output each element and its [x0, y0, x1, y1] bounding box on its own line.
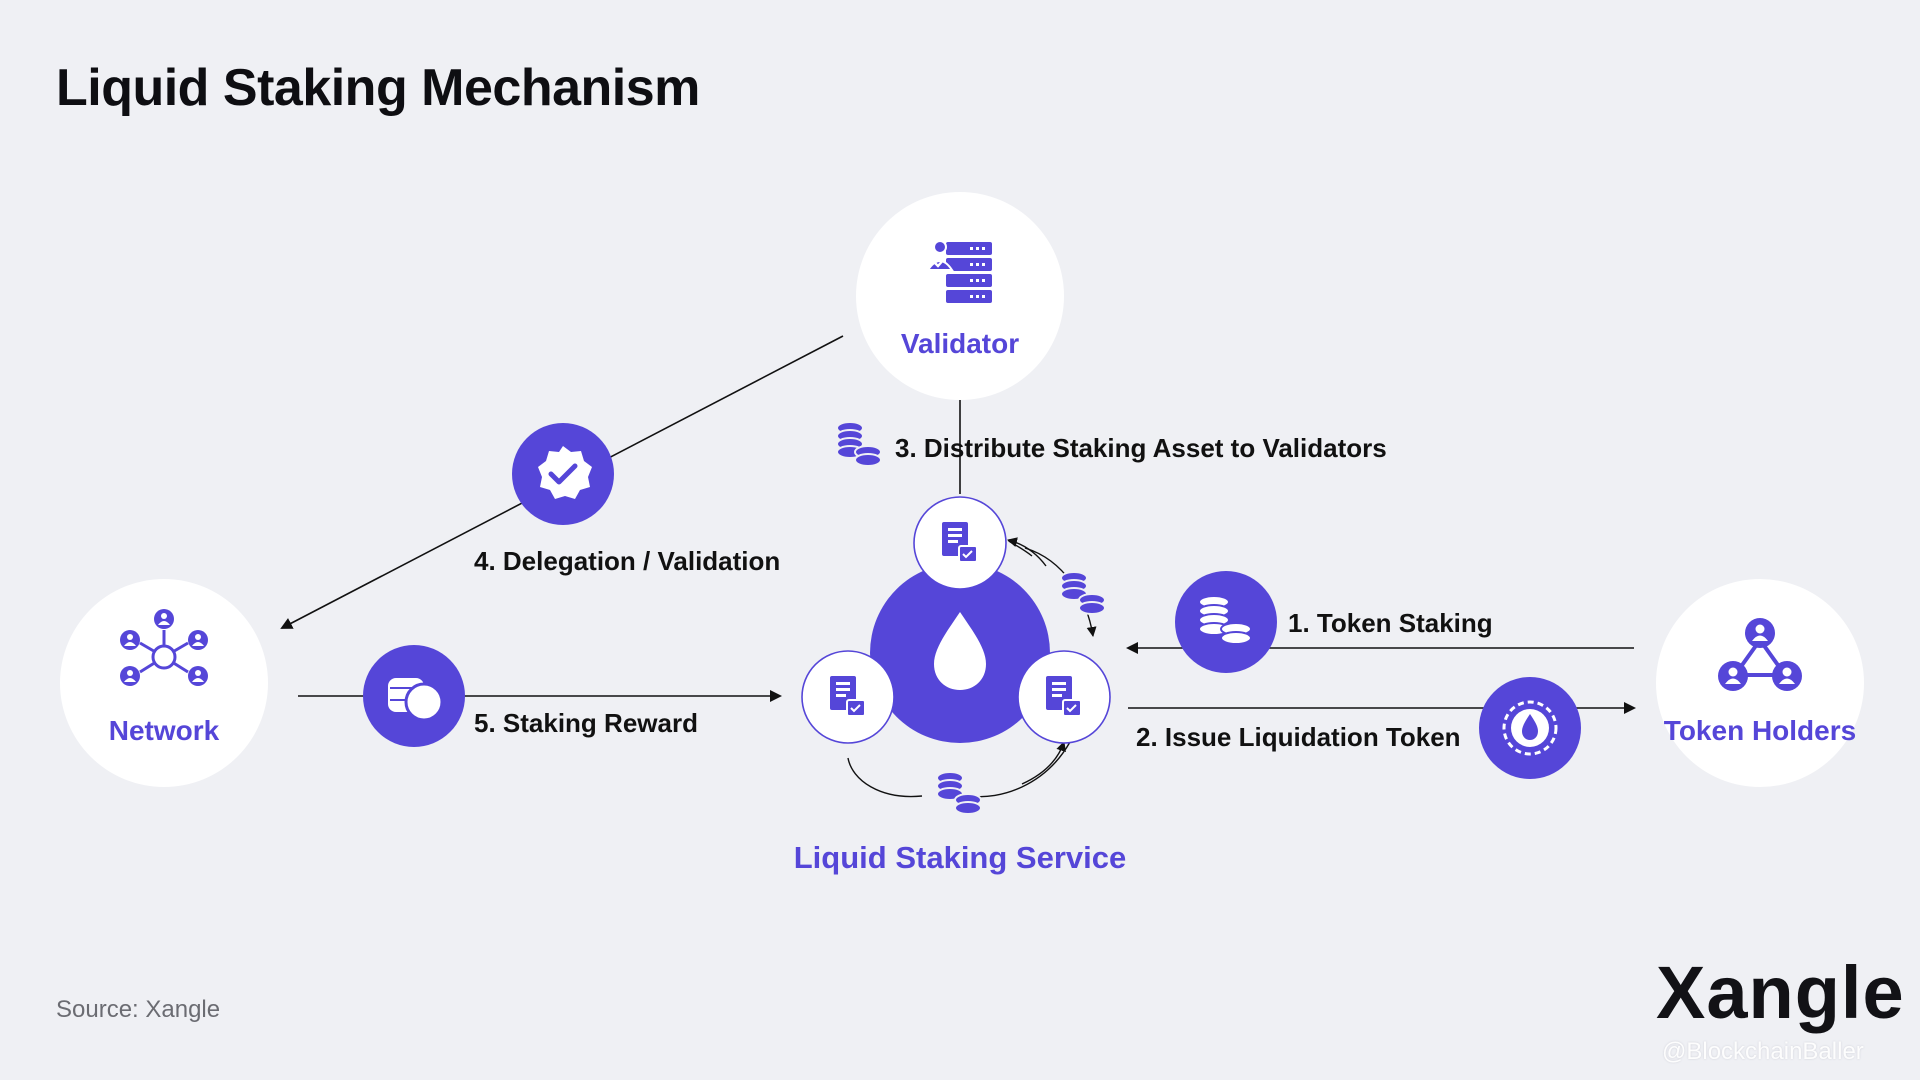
users-triangle-icon [1718, 618, 1802, 691]
service-doc-node-left [801, 650, 895, 744]
step-4-label: 4. Delegation / Validation [474, 546, 780, 576]
service-doc-node-right [1017, 650, 1111, 744]
server-user-icon [926, 240, 992, 303]
step-3: 3. Distribute Staking Asset to Validator… [836, 421, 1387, 467]
service-label: Liquid Staking Service [794, 840, 1126, 875]
token-holders-label: Token Holders [1664, 715, 1856, 746]
step-4: 4. Delegation / Validation [474, 423, 780, 576]
network-hub-icon [120, 609, 208, 686]
coins-icon-cycle-bottom [936, 771, 982, 815]
service-cluster: Liquid Staking Service [794, 496, 1126, 875]
validator-node: Validator [856, 192, 1064, 400]
coins-icon-cycle-right [1060, 571, 1106, 615]
verified-badge-icon [538, 446, 592, 499]
step-2-label: 2. Issue Liquidation Token [1136, 722, 1461, 752]
watermark: @BlockchainBaller [1662, 1038, 1864, 1065]
token-holders-node: Token Holders [1656, 579, 1864, 787]
network-node: Network [60, 579, 268, 787]
validator-label: Validator [901, 328, 1019, 359]
page-title: Liquid Staking Mechanism [56, 59, 700, 117]
droplet-icon [934, 612, 986, 690]
source-note: Source: Xangle [56, 996, 221, 1023]
step-1-label: 1. Token Staking [1288, 608, 1493, 638]
brand-logo: Xangle [1656, 951, 1905, 1034]
droplet-token-icon [1502, 700, 1558, 756]
step-3-label: 3. Distribute Staking Asset to Validator… [895, 433, 1387, 463]
step-1: 1. Token Staking [1175, 571, 1493, 673]
coins-stack-icon [836, 421, 882, 467]
coins-stack-icon [1198, 595, 1252, 645]
service-doc-node-top [913, 496, 1007, 590]
step-5-label: 5. Staking Reward [474, 708, 698, 738]
coin-stack-icon [388, 678, 444, 722]
network-label: Network [109, 715, 220, 746]
step-5: 5. Staking Reward [363, 645, 698, 747]
step-2: 2. Issue Liquidation Token [1136, 677, 1581, 779]
